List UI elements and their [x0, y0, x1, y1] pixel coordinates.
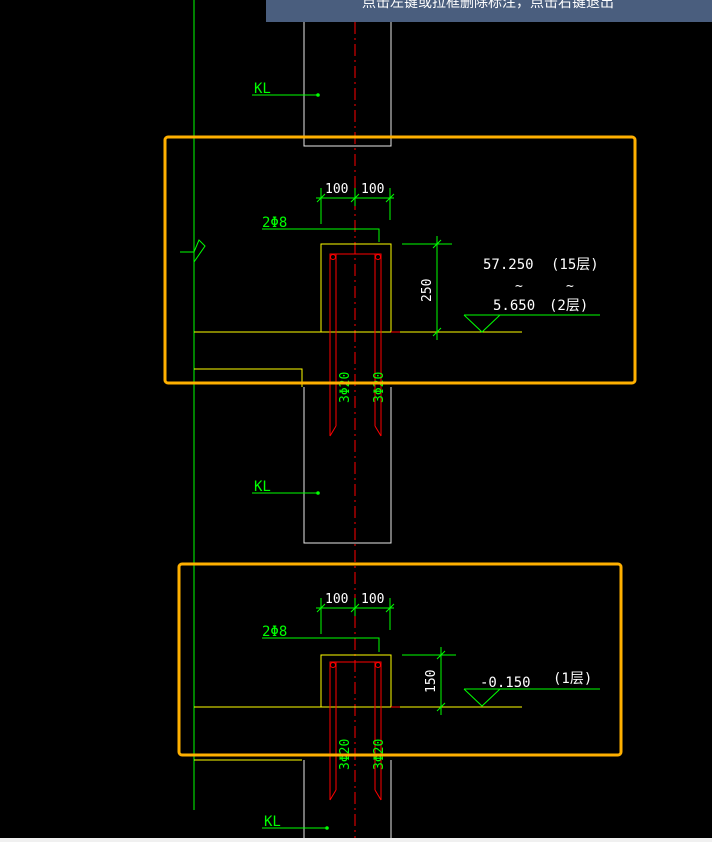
dim-tick-lower-3 — [385, 603, 395, 613]
lower-rebar — [329, 661, 382, 800]
slab-step-upper — [194, 368, 303, 387]
tilde-2: ~ — [566, 279, 574, 294]
column-outline-mid — [303, 387, 392, 544]
upper-rebar-left — [329, 253, 382, 436]
lower-bar-dot-right — [375, 662, 381, 668]
stirrup-leader-upper — [262, 228, 380, 242]
upper-rebar-hook-right — [374, 425, 382, 437]
floor-text-top: (15层) — [551, 257, 599, 273]
bar-label-upper-right: 3Φ20 — [372, 372, 387, 403]
height-tick-lower-2 — [436, 702, 446, 712]
highlight-box-lower[interactable] — [177, 562, 623, 757]
dim-text-lower-left: 100 — [325, 592, 348, 607]
lower-rebar-hook-left — [329, 789, 337, 801]
lower-bar-dot-left — [330, 662, 336, 668]
lower-bump-outline — [320, 654, 392, 707]
bottom-strip — [0, 838, 712, 842]
elev-text-lower: -0.150 — [480, 675, 531, 691]
height-text-upper: 250 — [420, 279, 435, 302]
rebar-label-upper: 2Φ8 — [262, 215, 287, 231]
elev-triangle-lower — [463, 688, 501, 707]
status-message: 点击左键或拉框删除标注，点击右键退出 — [362, 0, 614, 11]
dim-tick-lower-1 — [316, 603, 326, 613]
kl-dot-2 — [316, 491, 320, 495]
dim-tick-upper-1 — [316, 193, 326, 203]
dim-text-upper-left: 100 — [325, 182, 348, 197]
elev-text-top: 57.250 — [483, 257, 534, 273]
height-tick-lower-1 — [436, 650, 446, 660]
height-tick-upper-1 — [432, 239, 442, 249]
upper-bar-dot-left — [330, 254, 336, 260]
dim-tick-upper-2 — [350, 193, 360, 203]
kl-label-2: KL — [254, 479, 271, 495]
column-outline-top — [303, 0, 392, 147]
dim-text-lower-right: 100 — [361, 592, 384, 607]
dim-text-upper-right: 100 — [361, 182, 384, 197]
rebar-label-lower: 2Φ8 — [262, 624, 287, 640]
dim-tick-lower-2 — [350, 603, 360, 613]
status-bar: 点击左键或拉框删除标注，点击右键退出 — [266, 0, 712, 22]
break-symbol — [180, 239, 206, 264]
highlight-box-upper[interactable] — [163, 135, 637, 385]
height-tick-upper-2 — [432, 327, 442, 337]
elev-text-bottom: 5.650 — [493, 298, 535, 314]
floor-text-bottom: (2层) — [549, 298, 588, 314]
elev-triangle-upper — [463, 314, 501, 333]
upper-rebar-hook-left — [329, 425, 337, 437]
floor-text-lower: (1层) — [553, 671, 592, 687]
dim-tick-upper-3 — [385, 193, 395, 203]
stirrup-leader-lower — [262, 637, 380, 652]
height-text-lower: 150 — [424, 670, 439, 693]
upper-bar-dot-right — [375, 254, 381, 260]
bar-label-upper-left: 3Φ20 — [338, 372, 353, 403]
kl-dot-1 — [316, 93, 320, 97]
upper-bump-outline — [320, 243, 392, 332]
kl-dot-3 — [325, 826, 329, 830]
kl-label-3: KL — [264, 814, 281, 830]
lower-rebar-hook-right — [374, 789, 382, 801]
kl-label-1: KL — [254, 81, 271, 97]
tilde-1: ~ — [515, 279, 523, 294]
